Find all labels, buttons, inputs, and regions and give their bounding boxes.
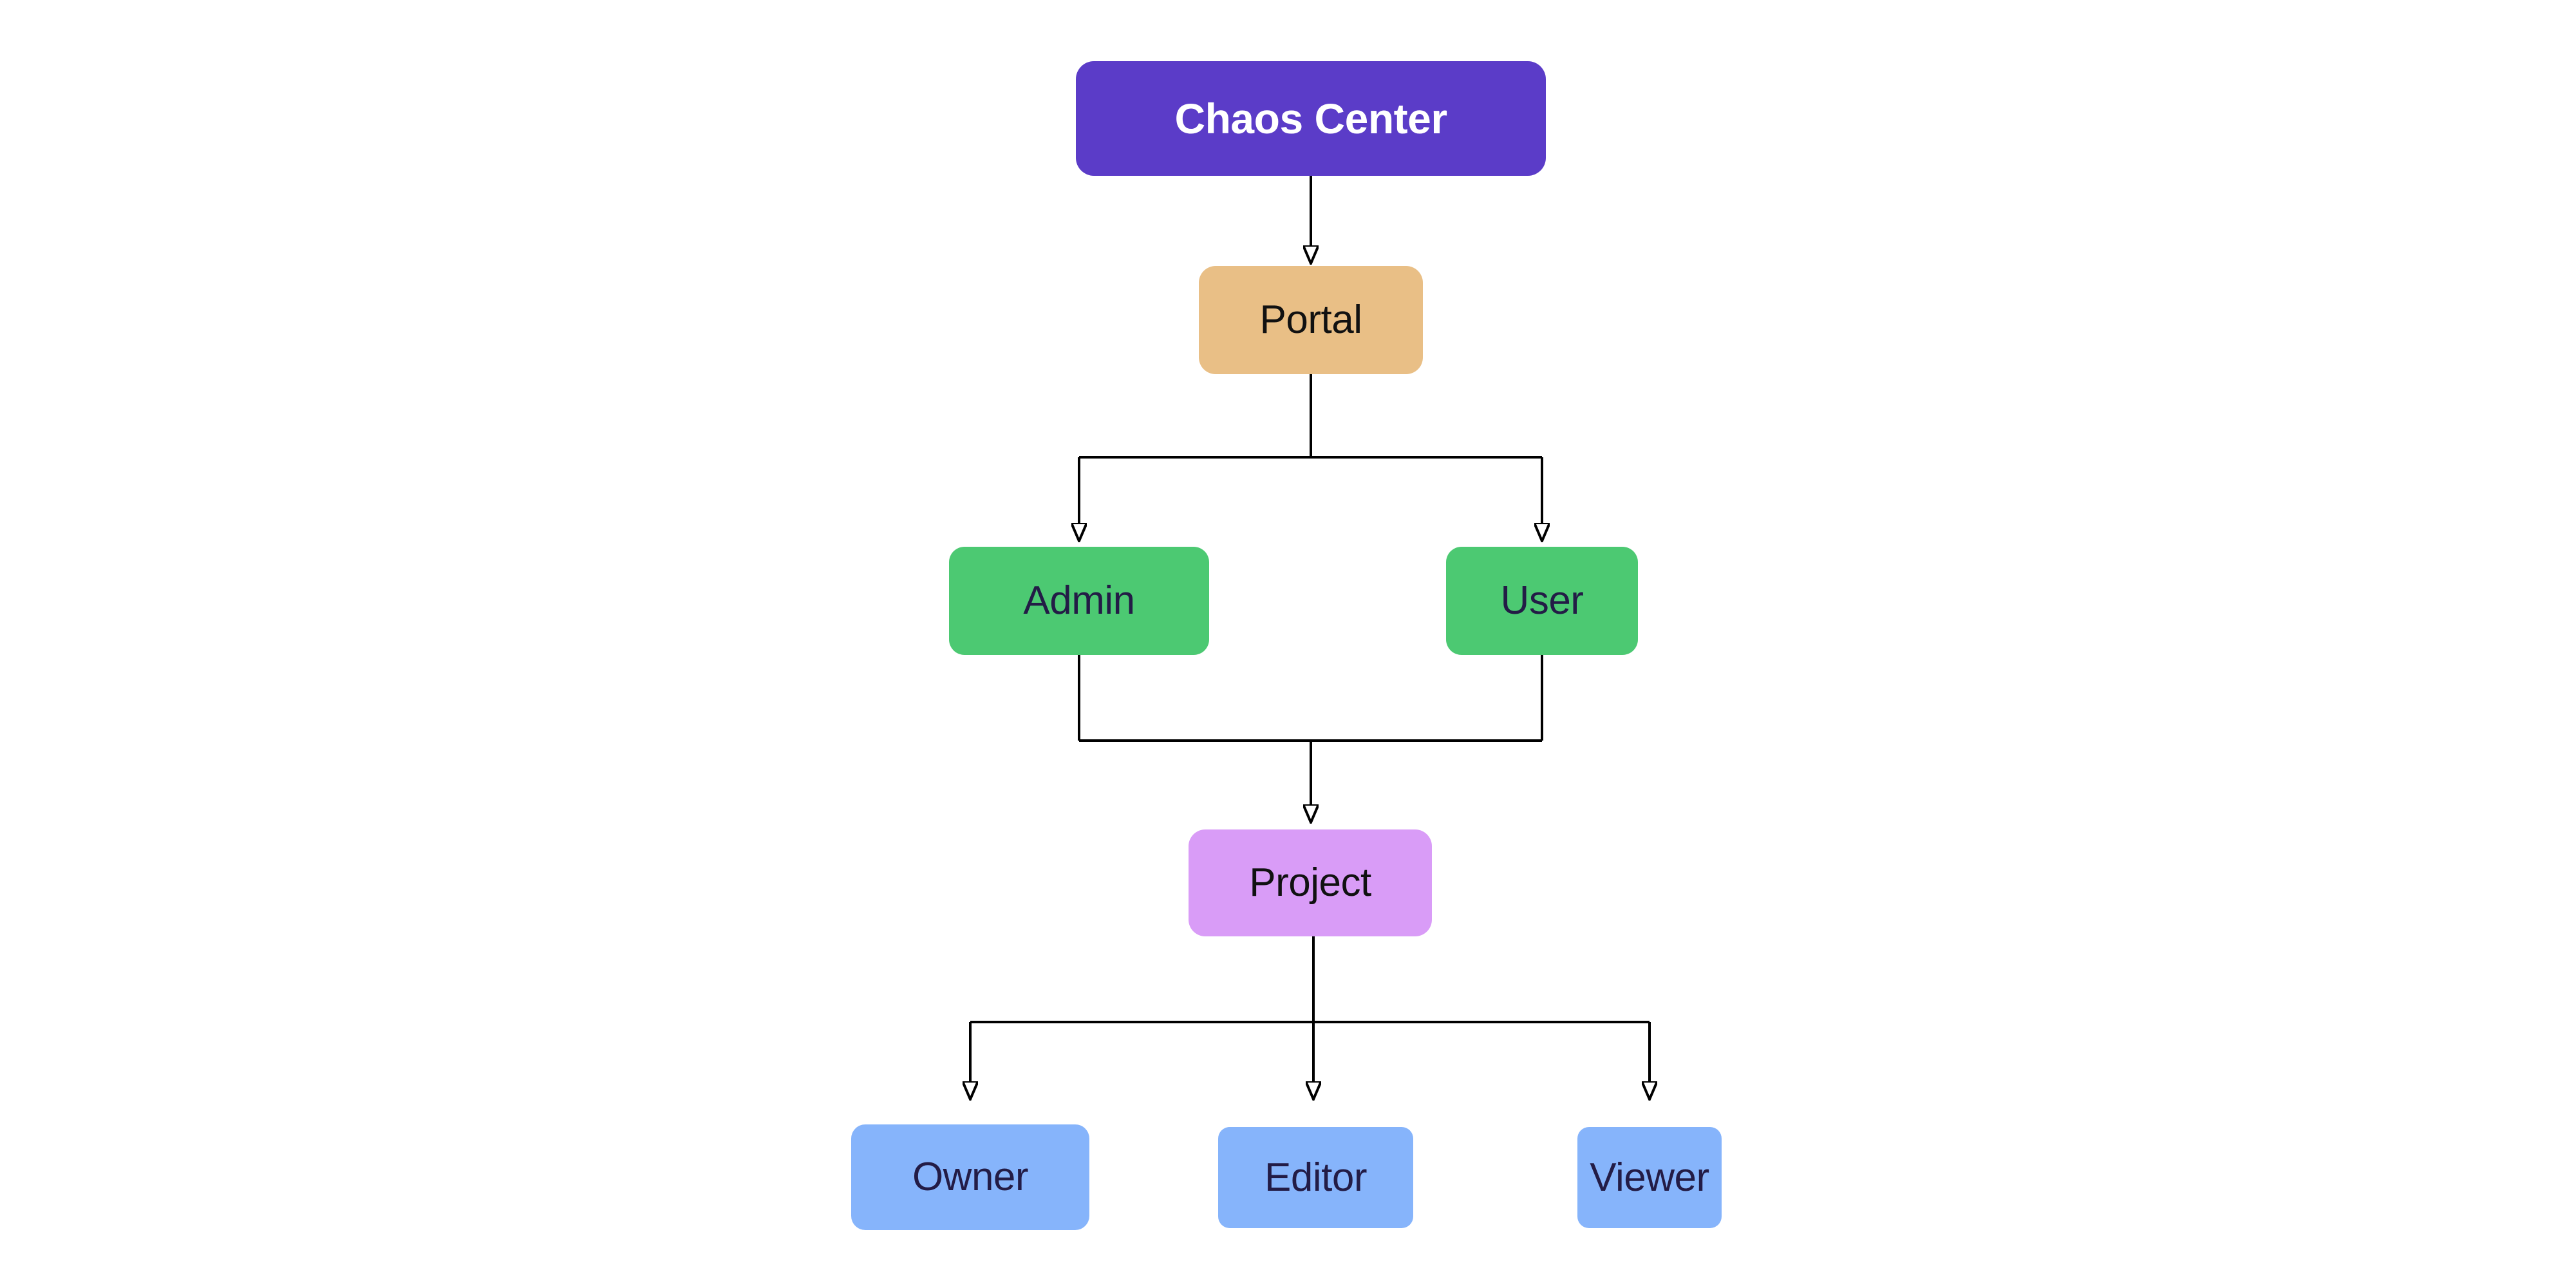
node-owner: Owner: [851, 1124, 1089, 1230]
node-owner-label: Owner: [912, 1155, 1029, 1199]
node-chaos-center: Chaos Center: [1076, 61, 1546, 176]
node-admin: Admin: [949, 547, 1209, 655]
node-user: User: [1446, 547, 1638, 655]
node-admin-label: Admin: [1023, 578, 1135, 623]
node-viewer: Viewer: [1577, 1127, 1722, 1228]
node-editor: Editor: [1218, 1127, 1413, 1228]
node-project: Project: [1189, 829, 1432, 936]
node-portal-label: Portal: [1259, 298, 1362, 342]
node-editor-label: Editor: [1264, 1155, 1367, 1200]
node-viewer-label: Viewer: [1590, 1155, 1709, 1200]
node-user-label: User: [1500, 578, 1584, 623]
node-project-label: Project: [1249, 860, 1371, 905]
node-chaos-center-label: Chaos Center: [1174, 95, 1447, 142]
node-portal: Portal: [1199, 266, 1423, 374]
